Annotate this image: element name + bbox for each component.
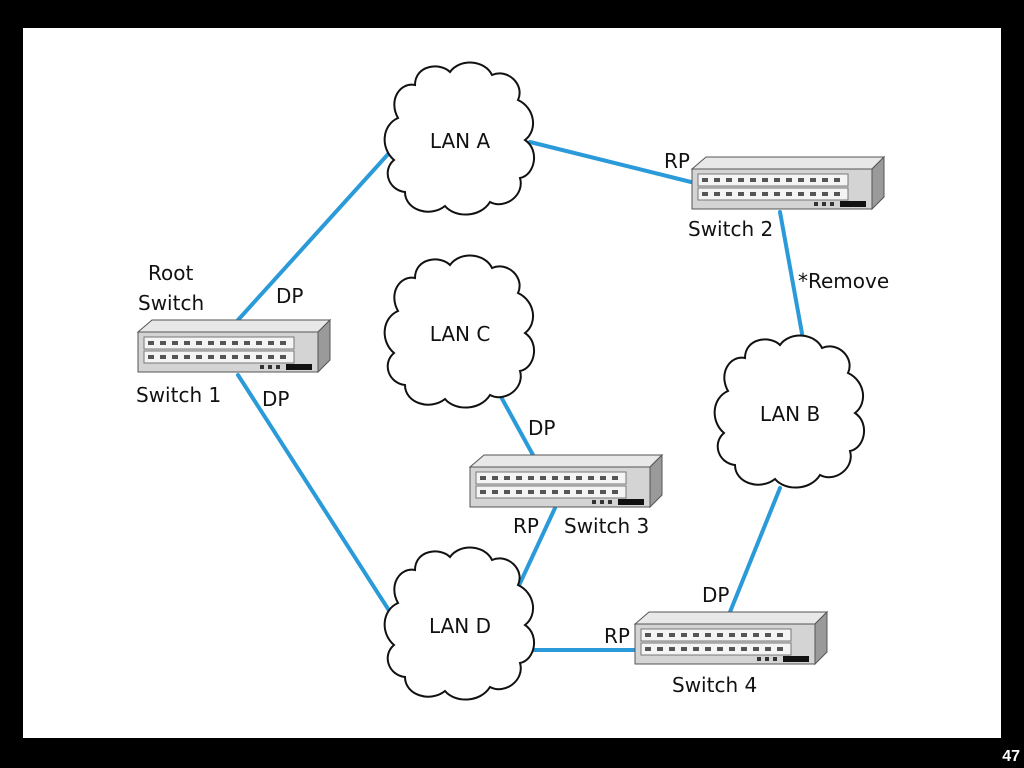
port-label-rp-switch2: RP [664, 149, 690, 173]
switch-2 [691, 156, 885, 210]
port-label-dp-switch4: DP [702, 583, 729, 607]
lan-d-label: LAN D [429, 614, 491, 638]
lan-b-label: LAN B [760, 402, 820, 426]
switch-4-label: Switch 4 [672, 673, 757, 697]
port-label-dp-switch3: DP [528, 416, 555, 440]
switch-1-label: Switch 1 [136, 383, 221, 407]
switch-4 [634, 611, 828, 665]
port-label-rp-switch4: RP [604, 624, 630, 648]
link-lanc-switch3 [498, 393, 535, 457]
port-label-rp-switch3: RP [513, 514, 539, 538]
port-label-dp-switch1-top: DP [276, 284, 303, 308]
switch-3-label: Switch 3 [564, 514, 649, 538]
switch-2-label: Switch 2 [688, 217, 773, 241]
link-switch2-lanb [778, 210, 807, 352]
port-label-dp-switch1-bottom: DP [262, 387, 289, 411]
lan-a-label: LAN A [430, 129, 491, 153]
root-switch-label-line2: Switch [138, 291, 204, 315]
link-switch1-lana [236, 150, 392, 322]
root-switch-label-line1: Root [148, 261, 193, 285]
link-switch1-land [236, 373, 392, 614]
link-lana-switch2 [528, 140, 697, 185]
switch-1 [137, 319, 331, 373]
remove-annotation: *Remove [798, 269, 889, 293]
cloud-lan-b: LAN B [713, 334, 866, 489]
lan-c-label: LAN C [430, 322, 491, 346]
link-switch3-land [513, 506, 557, 596]
switch-3 [469, 454, 663, 508]
page-number: 47 [1002, 748, 1020, 765]
cloud-lan-c: LAN C [383, 254, 536, 409]
link-lanb-switch4 [728, 486, 782, 614]
cloud-lan-d: LAN D [383, 546, 536, 701]
cloud-lan-a: LAN A [383, 61, 536, 216]
